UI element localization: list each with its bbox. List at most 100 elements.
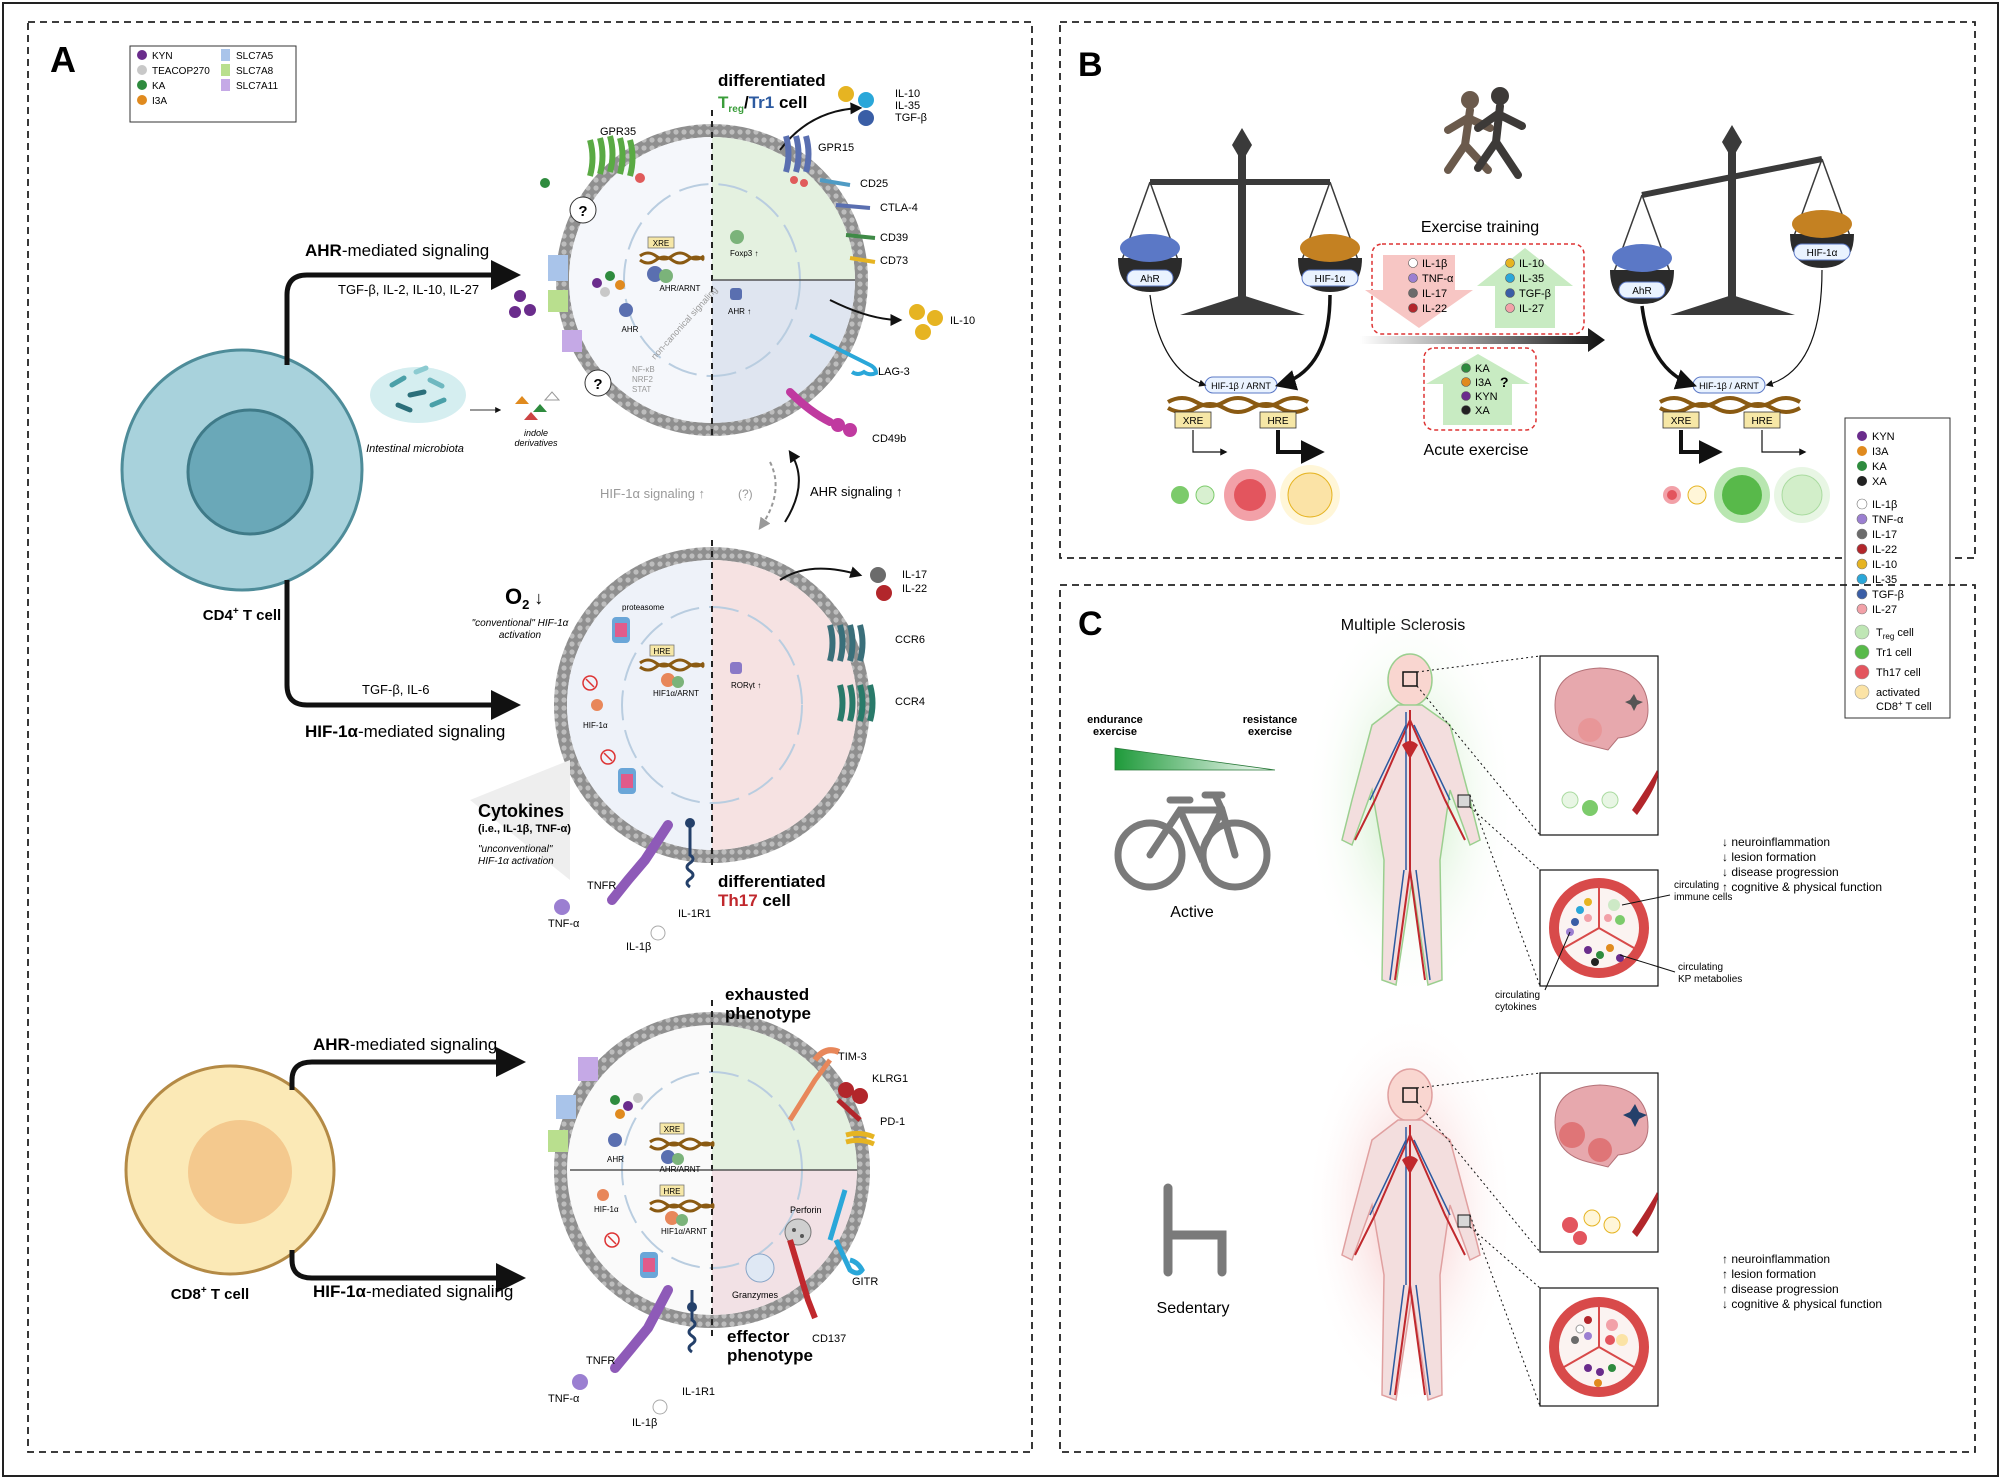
svg-text:TNFR: TNFR: [586, 1355, 615, 1367]
legend-label: XA: [1872, 476, 1887, 488]
sedentary-body: [1305, 1010, 1515, 1410]
cytokines-callout: Cytokines (i.e., IL-1β, TNF-α) "unconven…: [478, 801, 571, 867]
svg-text:HIF-1β / ARNT: HIF-1β / ARNT: [1211, 381, 1271, 391]
list-label: TNF-α: [1422, 273, 1454, 285]
legend-swatch: [1856, 513, 1868, 525]
svg-text:AHR/ARNT: AHR/ARNT: [660, 284, 701, 293]
left-dna-complex: HIF-1β / ARNT XRE HRE: [1149, 294, 1332, 464]
exercise-training-label: Exercise training: [1421, 219, 1539, 236]
svg-text:Granzymes: Granzymes: [732, 1290, 779, 1300]
microbiota-label: Intestinal microbiota: [366, 443, 464, 455]
cd4-ahr-cytokines: TGF-β, IL-2, IL-10, IL-27: [338, 282, 479, 297]
list-swatch: [1408, 258, 1418, 268]
cd8-tnfr-il1r1: TNFR TNF-α IL-1R1 IL-1β: [548, 1285, 715, 1429]
shared-legend: KYNI3AKAXAIL-1βTNF-αIL-17IL-22IL-10IL-35…: [1844, 417, 1951, 719]
cd4-label: CD4+ T cell: [203, 606, 281, 624]
svg-text:CD39: CD39: [880, 232, 908, 244]
list-label: I3A: [1475, 377, 1492, 389]
legend-label: IL-22: [1872, 544, 1897, 556]
svg-text:HIF1α/ARNT: HIF1α/ARNT: [661, 1227, 707, 1236]
legend-label: TNF-α: [1872, 514, 1904, 526]
svg-text:STAT: STAT: [632, 385, 651, 394]
list-swatch: [1505, 288, 1515, 298]
svg-text:AhR: AhR: [1632, 286, 1651, 297]
cd8-ahr-signaling-label: AHR-mediated signaling: [313, 1035, 497, 1054]
cd4-hif-signaling-label: HIF-1α-mediated signaling: [305, 722, 505, 741]
cd8-exhausted-receptors: TIM-3 KLRG1 PD-1: [787, 1047, 908, 1147]
cd8-hre-complex: HRE HIF1α/ARNT HIF-1α: [594, 1184, 715, 1278]
svg-text:differentiated: differentiated: [718, 872, 826, 891]
legend-swatch: [1856, 558, 1868, 570]
svg-text:CCR6: CCR6: [895, 634, 925, 646]
svg-text:TGF-β: TGF-β: [895, 112, 927, 124]
svg-text:effector: effector: [727, 1327, 790, 1346]
list-swatch: [1408, 288, 1418, 298]
svg-text:immune cells: immune cells: [1674, 892, 1732, 903]
cd8-effector-molecules: Perforin Granzymes GITR CD137: [732, 1189, 878, 1345]
runners-icon: [1444, 87, 1526, 179]
svg-text:CD73: CD73: [880, 255, 908, 267]
right-cell-output: [1663, 467, 1830, 523]
cd8-exhausted-title: exhausted phenotype: [725, 985, 811, 1023]
svg-text:↑ lesion formation: ↑ lesion formation: [1722, 1267, 1816, 1281]
question-bubble-top: ?: [569, 196, 597, 224]
legend-a-label: KA: [152, 81, 166, 92]
legend-a-label: SLC7A5: [236, 51, 274, 62]
legend-a-swatch: [137, 95, 147, 105]
legend-swatch: [1856, 573, 1868, 585]
list-label: KYN: [1475, 391, 1498, 403]
svg-text:RORγt ↑: RORγt ↑: [731, 681, 761, 690]
intestinal-microbiota: Intestinal microbiota: [366, 365, 466, 455]
th17-receptors: CCR6 CCR4: [827, 624, 925, 722]
svg-text:AHR/ARNT: AHR/ARNT: [660, 1165, 701, 1174]
legend-a-label: TEACOP270: [152, 66, 210, 77]
svg-text:differentiated: differentiated: [718, 71, 826, 90]
svg-text:Cytokines: Cytokines: [478, 801, 564, 821]
svg-text:HIF-1α: HIF-1α: [594, 1205, 619, 1214]
svg-text:IL-22: IL-22: [902, 583, 927, 595]
list-label: XA: [1475, 405, 1490, 417]
svg-text:↓ lesion formation: ↓ lesion formation: [1722, 850, 1816, 864]
th17-cell: [554, 540, 870, 870]
svg-text:HRE: HRE: [1267, 416, 1288, 427]
legend-label: IL-1β: [1872, 499, 1897, 511]
svg-text:exercise: exercise: [1248, 726, 1292, 738]
list-swatch: [1505, 258, 1515, 268]
svg-text:XRE: XRE: [1671, 416, 1692, 427]
panel-a-letter: A: [50, 39, 76, 80]
legend-swatch: [1856, 543, 1868, 555]
svg-text:LAG-3: LAG-3: [878, 366, 910, 378]
list-swatch: [1408, 303, 1418, 313]
left-cell-output: [1171, 465, 1340, 525]
svg-text:NRF2: NRF2: [632, 375, 653, 384]
cd4-hif-arrow: [284, 580, 521, 720]
hif1a-degradation: HIF-1α: [582, 675, 616, 765]
svg-text:↑ disease progression: ↑ disease progression: [1722, 1282, 1839, 1296]
svg-text:circulating: circulating: [1674, 880, 1719, 891]
svg-text:AHR: AHR: [622, 325, 639, 334]
active-blood-panel: [1539, 869, 1659, 987]
legend-a-label: I3A: [152, 96, 167, 107]
svg-text:IL-1β: IL-1β: [626, 941, 651, 953]
list-swatch: [1461, 391, 1471, 401]
svg-text:HIF-1α activation: HIF-1α activation: [478, 856, 554, 867]
svg-text:"conventional" HIF-1α: "conventional" HIF-1α: [472, 618, 569, 629]
svg-text:CCR4: CCR4: [895, 696, 925, 708]
th17-hre-complex: HRE HIF1α/ARNT: [639, 644, 705, 698]
svg-text:HRE: HRE: [664, 1187, 681, 1196]
svg-text:resistance: resistance: [1243, 714, 1297, 726]
gpr35-receptor: GPR35: [587, 126, 645, 183]
svg-text:indole: indole: [524, 428, 548, 438]
list-swatch: [1505, 303, 1515, 313]
cd8-metabolites: [610, 1093, 643, 1119]
panel-c-letter: C: [1078, 605, 1103, 643]
svg-text:KP metabolies: KP metabolies: [1678, 974, 1742, 985]
legend-swatch: [1856, 603, 1868, 615]
treg-il10: IL-10: [909, 304, 975, 340]
list-swatch: [1408, 273, 1418, 283]
treg-receptors: GPR15 CD25 CTLA-4 CD39 CD73: [783, 135, 918, 267]
svg-text:↓ disease progression: ↓ disease progression: [1722, 865, 1839, 879]
svg-text:HRE: HRE: [1751, 416, 1772, 427]
sedentary-label: Sedentary: [1157, 1300, 1230, 1317]
